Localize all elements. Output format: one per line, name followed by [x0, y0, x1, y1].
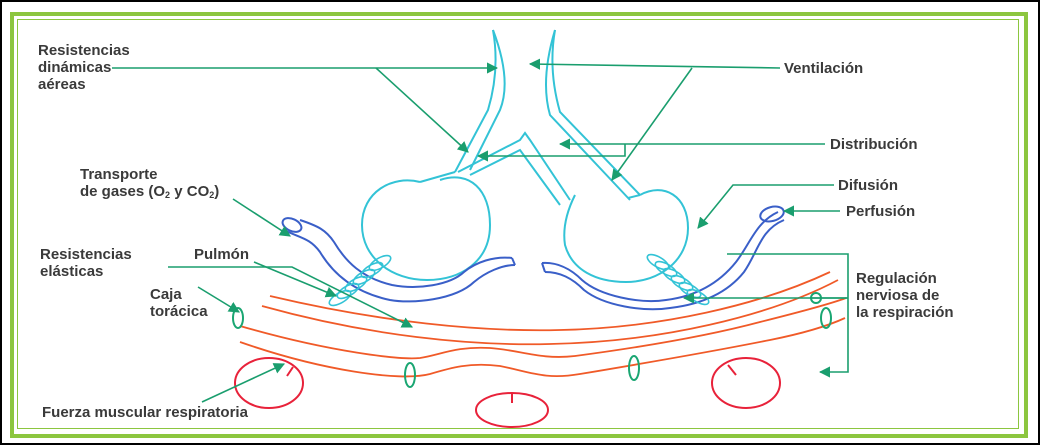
label-line: Caja: [150, 286, 208, 303]
label-line: aéreas: [38, 76, 130, 93]
pointer-lines: [112, 64, 848, 402]
label-resistencias-elasticas: Resistencias elásticas: [40, 246, 132, 280]
label-line: torácica: [150, 303, 208, 320]
label-line: Resistencias: [38, 42, 130, 59]
left-coil: [327, 253, 393, 309]
left-lung-alveolus: [362, 177, 490, 280]
label-distribucion: Distribución: [830, 136, 918, 153]
label-line: de gases (O2 y CO2): [80, 183, 219, 204]
muscle-left: [235, 358, 303, 408]
label-difusion: Difusión: [838, 177, 898, 194]
label-line: Transporte: [80, 166, 219, 183]
label-line: Regulación: [856, 270, 954, 287]
right-trachea-wall: [546, 30, 630, 200]
label-line: Resistencias: [40, 246, 132, 263]
label-fuerza-muscular: Fuerza muscular respiratoria: [42, 404, 248, 421]
left-trachea-wall: [470, 30, 505, 170]
muscle-right: [712, 358, 780, 408]
label-pulmon: Pulmón: [194, 246, 249, 263]
left-capillary: [284, 230, 515, 301]
carina: [458, 133, 570, 200]
label-regulacion: Regulación nerviosa de la respiración: [856, 270, 954, 321]
label-line: elásticas: [40, 263, 132, 280]
label-perfusion: Perfusión: [846, 203, 915, 220]
thoracic-cage: [240, 272, 846, 376]
label-caja-toracica: Caja torácica: [150, 286, 208, 320]
label-transporte: Transporte de gases (O2 y CO2): [80, 166, 219, 204]
label-resistencias-dinamicas: Resistencias dinámicas aéreas: [38, 42, 130, 93]
label-ventilacion: Ventilación: [784, 60, 863, 77]
label-line: nerviosa de: [856, 287, 954, 304]
label-line: la respiración: [856, 304, 954, 321]
label-line: dinámicas: [38, 59, 130, 76]
vessels: [280, 204, 785, 309]
